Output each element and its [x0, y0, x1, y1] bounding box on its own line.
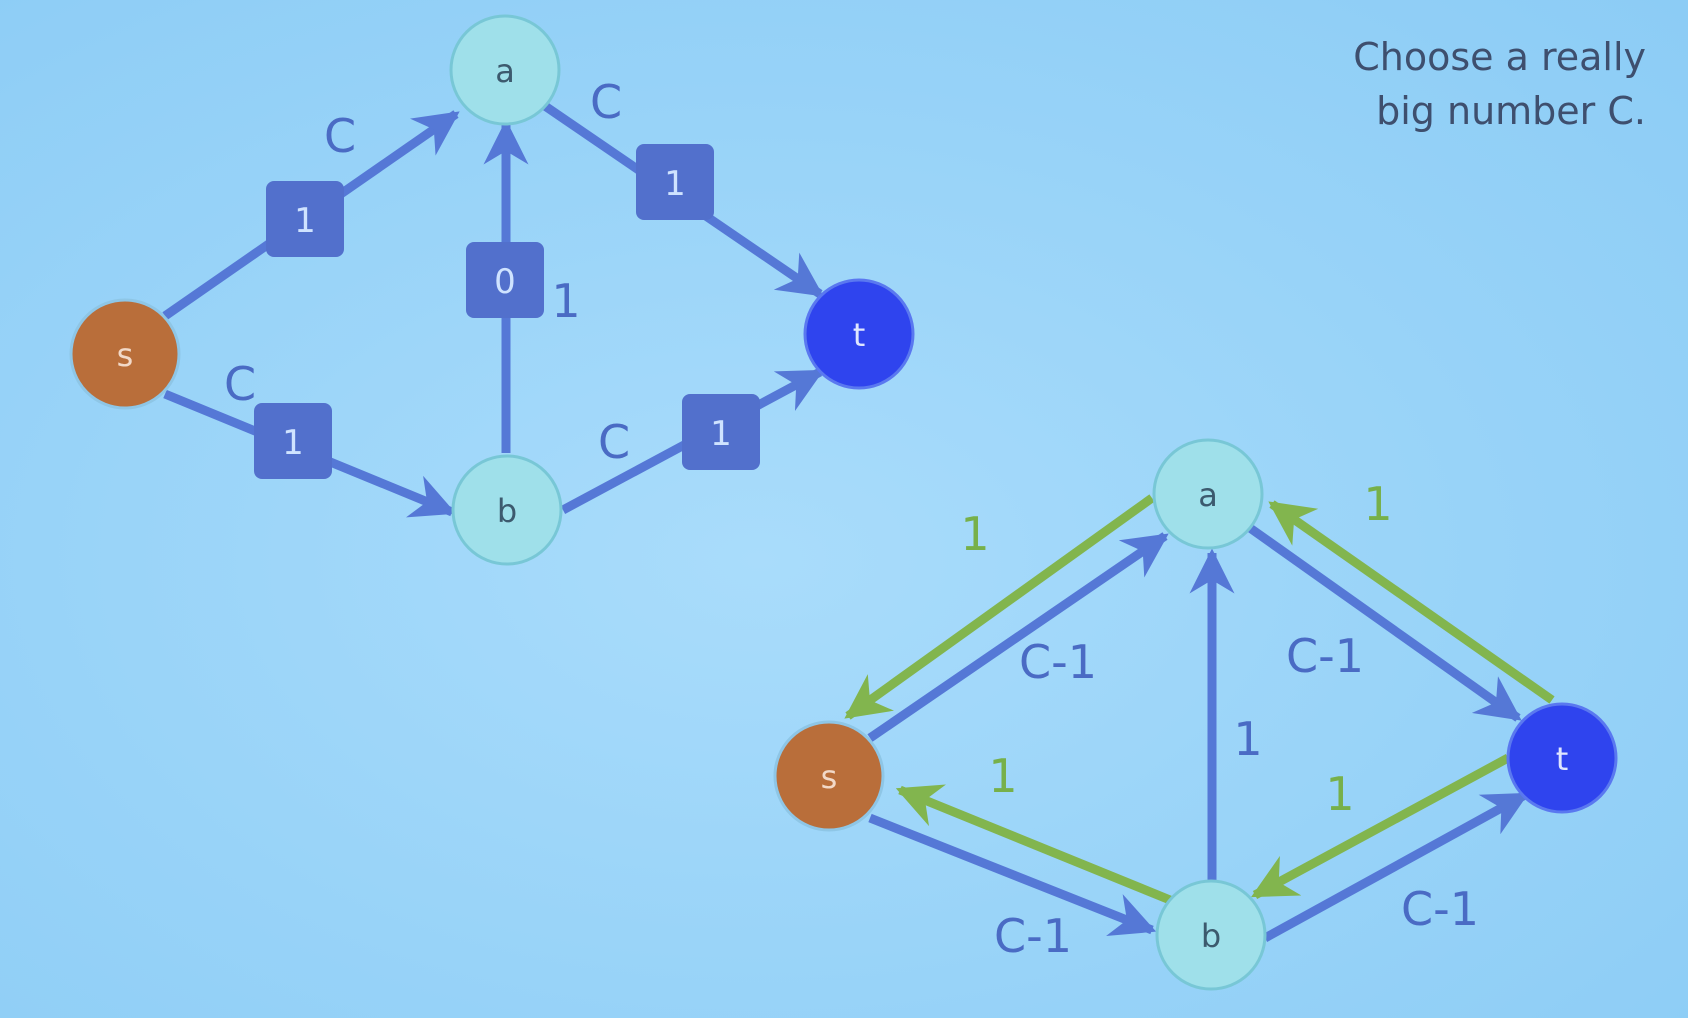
residual-node-t-label: t: [1556, 740, 1569, 778]
residual-label-s-a: C-1: [1019, 635, 1097, 689]
residual-node-s: s: [773, 720, 885, 832]
flow-value-a-t: 1: [664, 164, 686, 204]
node-a-label: a: [495, 52, 515, 90]
residual-node-b-label: b: [1201, 917, 1221, 955]
flow-value-s-b: 1: [282, 423, 304, 463]
instruction-note-line-2: big number C.: [1376, 89, 1646, 133]
residual-label-a-t: C-1: [1286, 629, 1364, 683]
node-t: t: [803, 278, 915, 390]
node-b-label: b: [497, 492, 517, 530]
residual-label-b-a: 1: [1233, 712, 1262, 766]
flow-badge-b-a: 0: [466, 242, 544, 318]
residual-edge-b-t: [1262, 791, 1529, 942]
instruction-note: Choose a really big number C.: [1353, 30, 1646, 138]
node-s: s: [69, 298, 181, 410]
flow-badge-a-t: 1: [636, 144, 714, 220]
residual-node-s-label: s: [821, 758, 838, 796]
residual-label-s-b: C-1: [994, 909, 1072, 963]
residual-edge-a-t: [1247, 524, 1522, 722]
flow-value-b-t: 1: [710, 414, 732, 454]
capacity-s-a: C: [324, 109, 356, 163]
residual-label-a-s: 1: [960, 507, 989, 561]
capacity-s-b: C: [224, 357, 256, 411]
residual-node-a: a: [1152, 438, 1264, 550]
residual-label-b-s: 1: [988, 749, 1017, 803]
residual-node-b: b: [1155, 879, 1267, 991]
residual-node-a-label: a: [1198, 476, 1218, 514]
flow-value-b-a: 0: [494, 262, 516, 302]
residual-node-t: t: [1506, 702, 1618, 814]
instruction-note-line-1: Choose a really: [1353, 35, 1646, 79]
node-s-label: s: [117, 336, 134, 374]
residual-edge-a-s: [844, 494, 1155, 720]
residual-edge-t-a: [1268, 500, 1555, 704]
residual-label-b-t: C-1: [1401, 882, 1479, 936]
node-b: b: [451, 454, 563, 566]
residual-edge-s-b: [868, 813, 1157, 936]
residual-edge-t-b: [1251, 754, 1511, 899]
flow-value-s-a: 1: [294, 201, 316, 241]
capacity-b-a: 1: [551, 274, 580, 328]
residual-edge-b-s: [895, 784, 1172, 905]
flow-badge-b-t: 1: [682, 394, 760, 470]
residual-graph: 1 C-1 1 C-1 1 1 C-1 1 C-1 s a b t: [773, 438, 1618, 991]
residual-edge-s-a: [867, 532, 1169, 742]
top-graph: 1 1 0 1 1 C C 1 C C s a: [69, 14, 915, 566]
node-t-label: t: [853, 316, 866, 354]
capacity-a-t: C: [590, 75, 622, 129]
capacity-b-t: C: [598, 415, 630, 469]
flow-badge-s-a: 1: [266, 181, 344, 257]
node-a: a: [449, 14, 561, 126]
flow-badge-s-b: 1: [254, 403, 332, 479]
residual-label-t-a: 1: [1363, 477, 1392, 531]
residual-label-t-b: 1: [1325, 767, 1354, 821]
